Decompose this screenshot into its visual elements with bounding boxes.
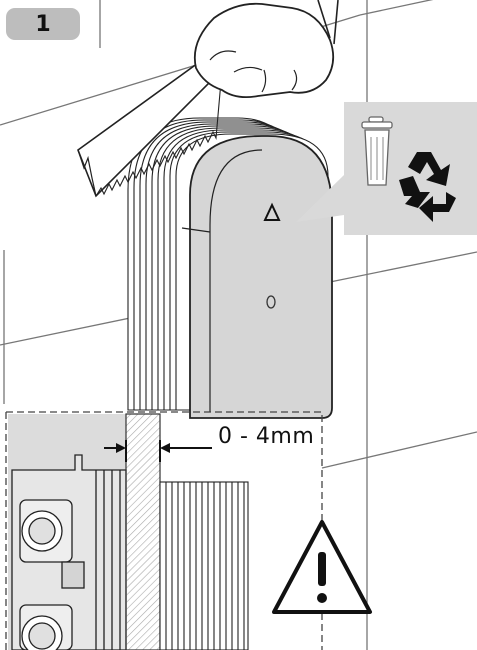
step-number: 1 — [35, 11, 51, 37]
recycle-icon — [399, 152, 456, 222]
screw-hole — [266, 295, 276, 309]
gloved-hand — [193, 0, 339, 99]
warning-triangle-icon — [272, 520, 372, 614]
gap-dimension-label: 0 - 4mm — [218, 424, 315, 449]
tile-gap — [125, 413, 161, 650]
mounting-box — [11, 454, 127, 650]
callout-pointer — [296, 175, 344, 222]
dimension-arrows — [104, 440, 212, 462]
cover-front-inner-edge — [209, 149, 263, 412]
cover-front-face — [189, 135, 333, 419]
step-badge: 1 — [6, 8, 80, 40]
trash-bin-icon — [361, 116, 393, 186]
recycle-mark-icon — [263, 202, 281, 221]
cover-top-bevel — [181, 227, 211, 233]
extension-sleeve — [159, 481, 249, 650]
